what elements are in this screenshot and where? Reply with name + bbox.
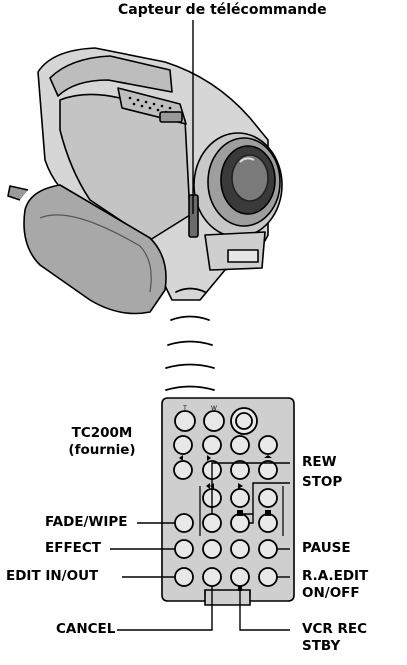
vcr-rec-stby-button <box>230 567 250 587</box>
zoom-w-button <box>203 410 225 432</box>
effect-button <box>174 539 194 559</box>
rew-label: REW <box>302 454 337 470</box>
remote-model-name: TC200M <box>71 425 133 441</box>
effect-label: EFFECT <box>45 540 102 556</box>
remote-model-label: TC200M (fournie) <box>62 425 142 459</box>
ra-edit-label: R.A.EDIT ON/OFF <box>302 568 368 602</box>
callout-lines <box>110 462 290 631</box>
cancel-button <box>202 567 222 587</box>
infrared-signal-waves <box>165 287 215 391</box>
ra-edit-label-line1: R.A.EDIT <box>302 568 369 584</box>
capteur-label: Capteur de télécommande <box>118 2 327 18</box>
edit-in-out-button <box>174 567 194 587</box>
remote-control: T W <box>161 397 295 606</box>
zoom-t-mark: T <box>183 406 187 412</box>
fade-wipe-button <box>174 513 194 533</box>
cancel-label: CANCEL <box>56 621 116 637</box>
remote-model-note: (fournie) <box>68 442 136 458</box>
fade-wipe-label: FADE/WIPE <box>45 514 128 530</box>
vcr-rec-label-line2: STBY <box>302 638 341 654</box>
stop-button <box>230 513 250 533</box>
camcorder-illustration <box>7 47 283 315</box>
vcr-rec-stby-label: VCR REC STBY <box>302 621 367 655</box>
stop-label: STOP <box>302 474 343 490</box>
zoom-w-mark: W <box>211 406 217 412</box>
edit-in-out-label: EDIT IN/OUT <box>6 568 99 584</box>
vcr-rec-label-line1: VCR REC <box>302 621 367 637</box>
ra-edit-button <box>258 567 278 587</box>
ra-edit-label-line2: ON/OFF <box>302 585 360 601</box>
start-stop-button-inner <box>235 412 253 430</box>
pause-label: PAUSE <box>302 540 351 556</box>
pause-button <box>258 539 278 559</box>
rew-button <box>202 513 222 533</box>
zoom-t-button <box>174 410 196 432</box>
